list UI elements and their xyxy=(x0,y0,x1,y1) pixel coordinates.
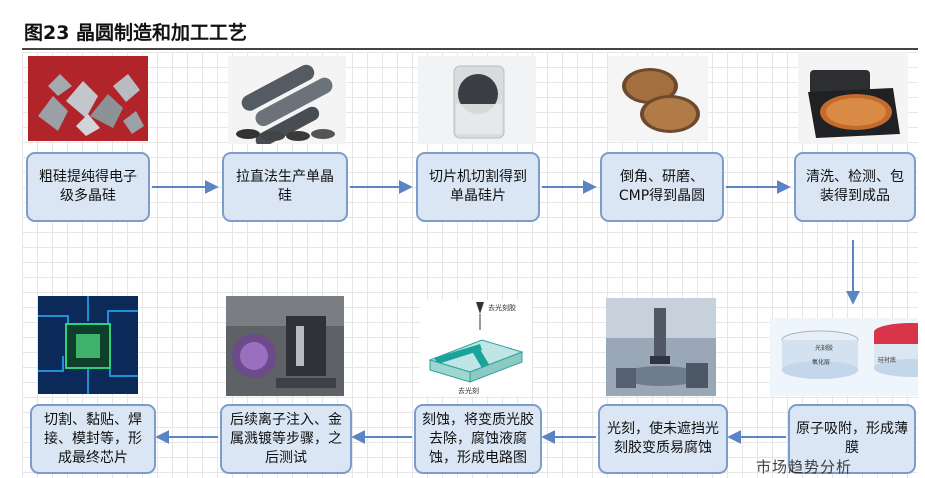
film-b-label: 氧化层 xyxy=(812,358,830,366)
image-chip-circuit xyxy=(38,296,138,394)
image-test-equipment xyxy=(226,296,344,396)
step-8-box: 刻蚀，将变质光胶去除，腐蚀液腐蚀，形成电路图 xyxy=(414,404,542,474)
image-lithography-machine xyxy=(606,298,716,396)
image-thin-film: 光刻胶 氧化层 硅衬底 xyxy=(770,318,918,396)
step-9-box: 后续离子注入、金属溅镀等步骤，之后测试 xyxy=(220,404,352,474)
step-7-box: 光刻，使未遮挡光刻胶变质易腐蚀 xyxy=(598,404,728,474)
etch-bottom-label: 去光刻 xyxy=(458,386,479,395)
watermark: 市场趋势分析 xyxy=(756,456,852,477)
step-10-box: 切割、黏贴、焊接、模封等，形成最终芯片 xyxy=(30,404,156,474)
etch-top-label: 去光刻胶 xyxy=(488,303,516,312)
image-etching-diagram: 去光刻胶 去光刻 xyxy=(420,300,532,396)
film-a-label: 光刻胶 xyxy=(815,344,833,352)
film-c-label: 硅衬底 xyxy=(878,356,896,364)
